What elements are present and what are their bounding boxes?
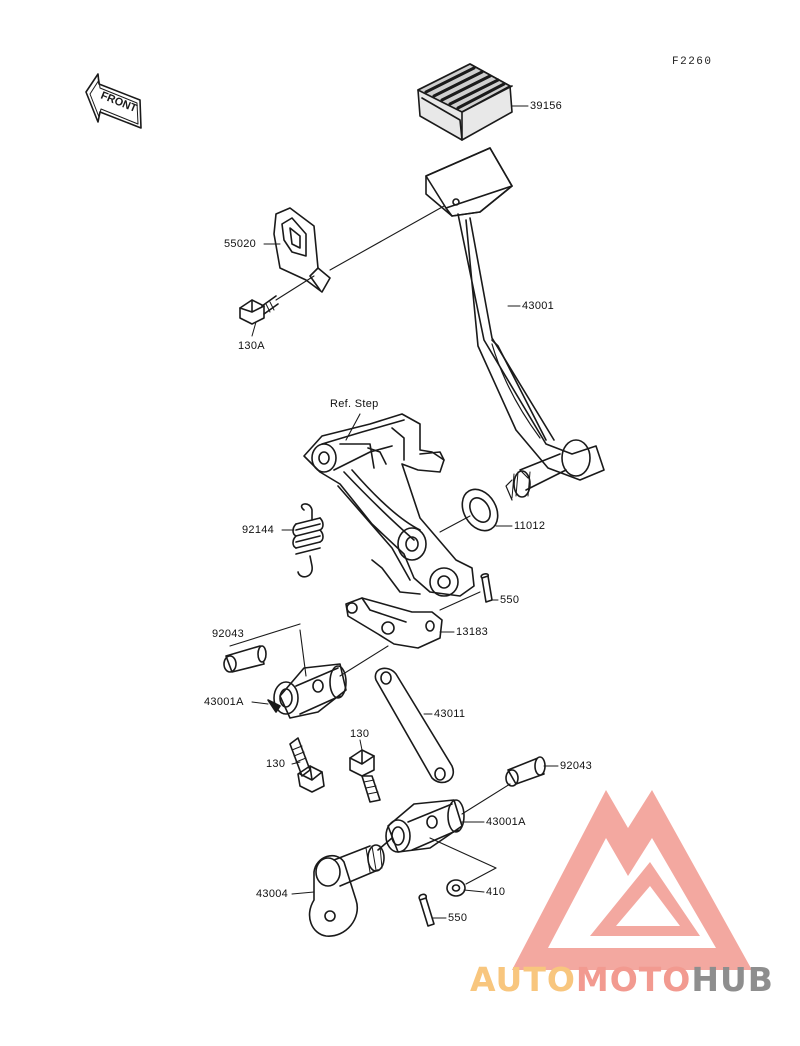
watermark-logo-icon (512, 790, 752, 970)
front-label: FRONT (99, 90, 139, 115)
pedal-guard-bracket (273, 207, 331, 293)
label-43011: 43011 (434, 708, 466, 720)
label-410: 410 (486, 886, 506, 898)
clevis-43001a-right (385, 799, 465, 853)
label-13183: 13183 (456, 626, 489, 638)
ref-step-bracket (303, 413, 475, 597)
washer-410 (446, 879, 466, 897)
watermark-hub: HUB (691, 960, 774, 999)
label-130a: 130A (238, 340, 265, 352)
label-550-top: 550 (500, 594, 520, 606)
lever-43004 (308, 837, 393, 937)
label-43001a-left: 43001A (204, 696, 244, 708)
label-43004: 43004 (256, 888, 289, 900)
lever-plate-13183 (345, 597, 443, 649)
bolt-130a-icon (239, 295, 279, 325)
label-130-left: 130 (266, 758, 286, 770)
label-11012: 11012 (514, 520, 546, 532)
pedal-rubber-pad (417, 63, 513, 141)
bolt-130-mid-icon (349, 749, 381, 803)
clevis-43001a-left (267, 663, 347, 719)
return-spring-92144 (292, 503, 324, 578)
pin-92043-right (505, 756, 546, 787)
watermark-moto: MOTO (575, 960, 692, 999)
leader-pad-bracket (329, 205, 445, 271)
washer-11012 (461, 488, 499, 532)
leader-ref-step (345, 413, 361, 441)
label-550-bottom: 550 (448, 912, 468, 924)
label-55020: 55020 (224, 238, 257, 250)
diagram-code: F2260 (672, 56, 713, 68)
label-92144: 92144 (242, 524, 275, 536)
watermark-auto: AUTO (470, 960, 576, 999)
label-92043-left: 92043 (212, 628, 245, 640)
watermark-text: AUTOMOTOHUB (470, 960, 774, 1000)
label-43001: 43001 (522, 300, 555, 312)
label-130-mid: 130 (350, 728, 370, 740)
leader-lines (251, 105, 559, 919)
rod-43011 (374, 667, 455, 784)
front-arrow-icon (85, 73, 142, 129)
cotter-pin-550-top (480, 573, 493, 603)
label-ref-step: Ref. Step (330, 398, 379, 410)
pin-92043-left (223, 645, 267, 673)
brake-pedal-arm (425, 147, 605, 501)
label-39156: 39156 (530, 100, 563, 112)
bolt-130-left-icon (289, 737, 325, 793)
label-43001a-right: 43001A (486, 816, 526, 828)
cotter-pin-550-bottom (418, 893, 435, 927)
label-92043-right: 92043 (560, 760, 593, 772)
